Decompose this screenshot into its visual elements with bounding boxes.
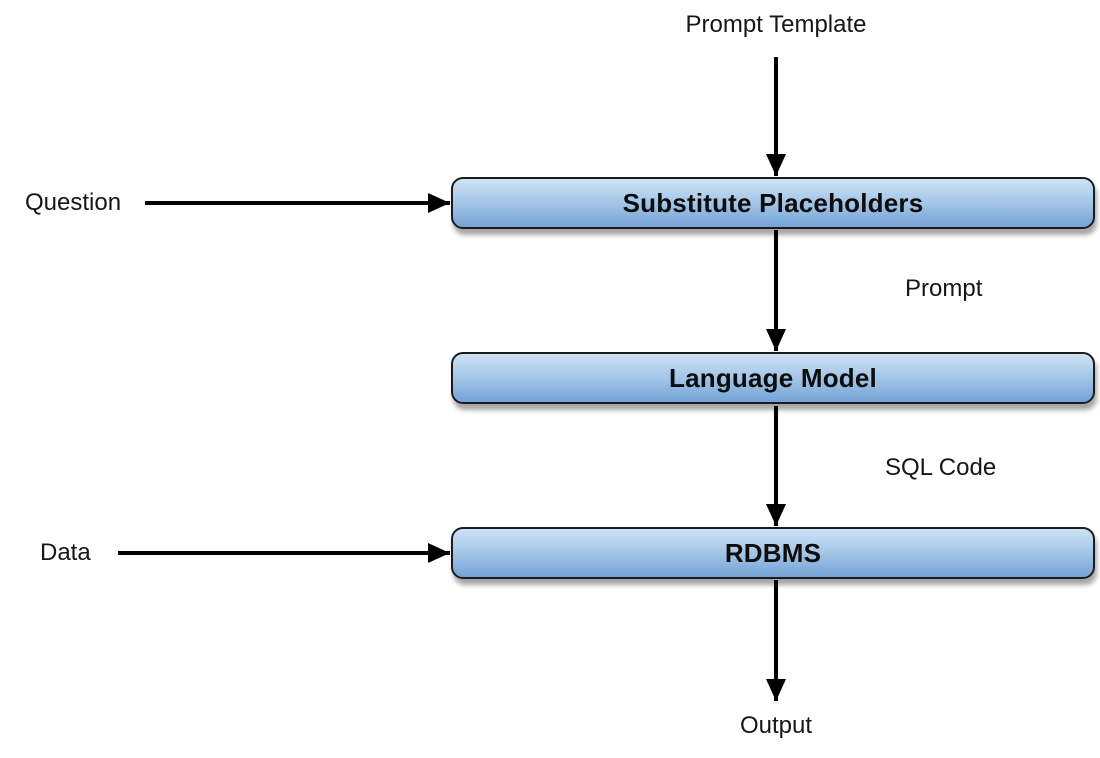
prompt-label: Prompt: [905, 275, 983, 302]
node-rdbms: RDBMS: [451, 527, 1095, 579]
node-rdbms-label: RDBMS: [724, 537, 822, 568]
node-substitute-placeholders: Substitute Placeholders: [451, 177, 1095, 229]
question-label: Question: [25, 189, 122, 216]
output-label: Output: [739, 712, 813, 739]
data-label: Data: [40, 539, 91, 566]
node-language-model-label: Language Model: [669, 362, 877, 393]
prompt-template-label: Prompt Template: [685, 11, 867, 38]
node-substitute-placeholders-label: Substitute Placeholders: [622, 187, 924, 218]
sql-code-label: SQL Code: [885, 454, 997, 481]
node-language-model: Language Model: [451, 352, 1095, 404]
